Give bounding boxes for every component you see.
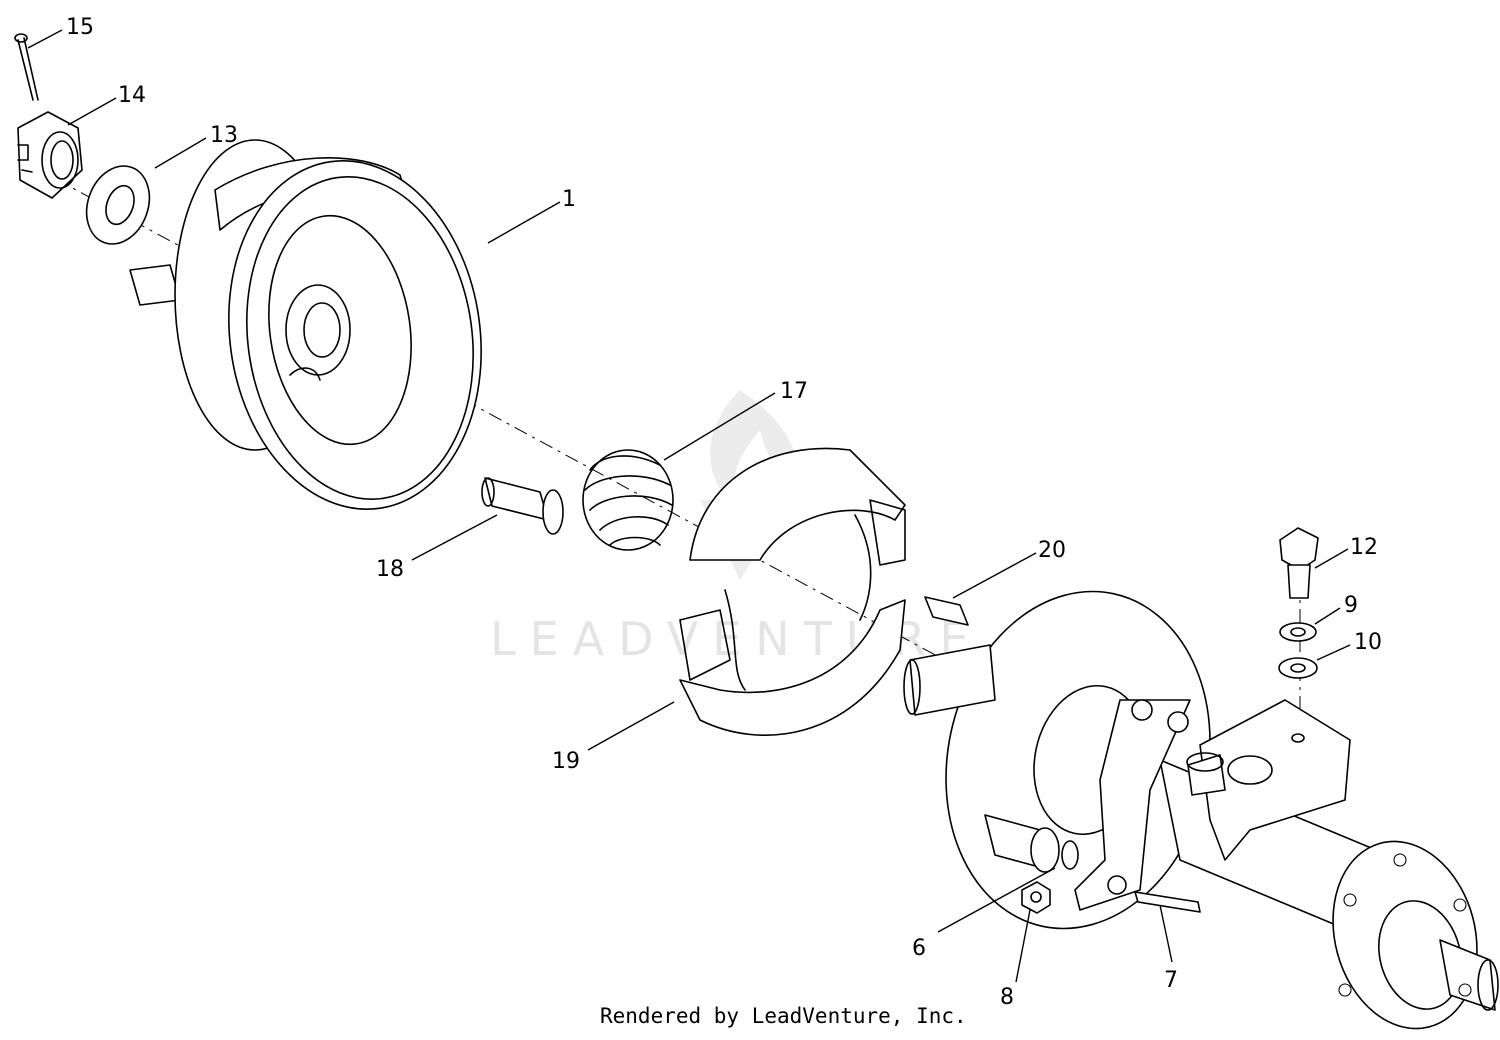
leader-18 — [411, 514, 498, 561]
render-credit: Rendered by LeadVenture, Inc. — [600, 1004, 967, 1028]
callout-18: 18 — [376, 557, 404, 582]
return-spring — [582, 449, 674, 551]
castle-nut — [17, 111, 83, 199]
brake-drum — [129, 139, 482, 510]
callout-12: 12 — [1350, 535, 1378, 560]
callout-13: 13 — [210, 123, 238, 148]
flat-washer — [1278, 657, 1318, 679]
callout-14: 14 — [118, 83, 146, 108]
leader-14 — [67, 97, 117, 126]
callout-labels: 15 14 13 1 17 18 20 12 9 10 19 6 8 7 — [66, 15, 1382, 1010]
leader-lines — [27, 29, 1351, 983]
washer — [85, 165, 151, 245]
leader-8 — [1015, 909, 1031, 983]
hex-nut — [1021, 881, 1051, 914]
leader-9 — [1314, 607, 1341, 625]
lock-washer — [1279, 622, 1317, 642]
leader-12 — [1314, 548, 1349, 569]
leader-19 — [587, 701, 675, 751]
callout-6: 6 — [912, 936, 926, 961]
leader-7 — [1159, 904, 1173, 963]
axle-housing — [1159, 699, 1499, 1030]
leader-13 — [154, 137, 207, 169]
callout-1: 1 — [562, 187, 576, 212]
callout-20: 20 — [1038, 538, 1066, 563]
brake-cam — [984, 814, 1079, 873]
callout-17: 17 — [780, 379, 808, 404]
brake-shoe-assembly — [679, 447, 906, 736]
clevis-pin — [1134, 891, 1201, 913]
shaft-key — [924, 596, 969, 626]
callout-19: 19 — [552, 749, 580, 774]
brake-lever — [1074, 699, 1191, 911]
leader-1 — [487, 201, 561, 244]
anchor-pin — [481, 477, 564, 535]
leader-20 — [952, 552, 1037, 599]
cotter-pin — [14, 33, 39, 101]
leader-15 — [27, 29, 63, 49]
axle-shaft — [903, 644, 996, 716]
callout-15: 15 — [66, 15, 94, 40]
callout-8: 8 — [1000, 985, 1014, 1010]
callout-7: 7 — [1164, 968, 1178, 993]
hex-bolt — [1279, 527, 1319, 599]
leader-6 — [937, 867, 1056, 933]
leader-10 — [1316, 644, 1351, 661]
leader-17 — [663, 392, 776, 461]
callout-10: 10 — [1354, 630, 1382, 655]
callout-9: 9 — [1344, 593, 1358, 618]
mounting-bolt-head — [1186, 752, 1226, 796]
